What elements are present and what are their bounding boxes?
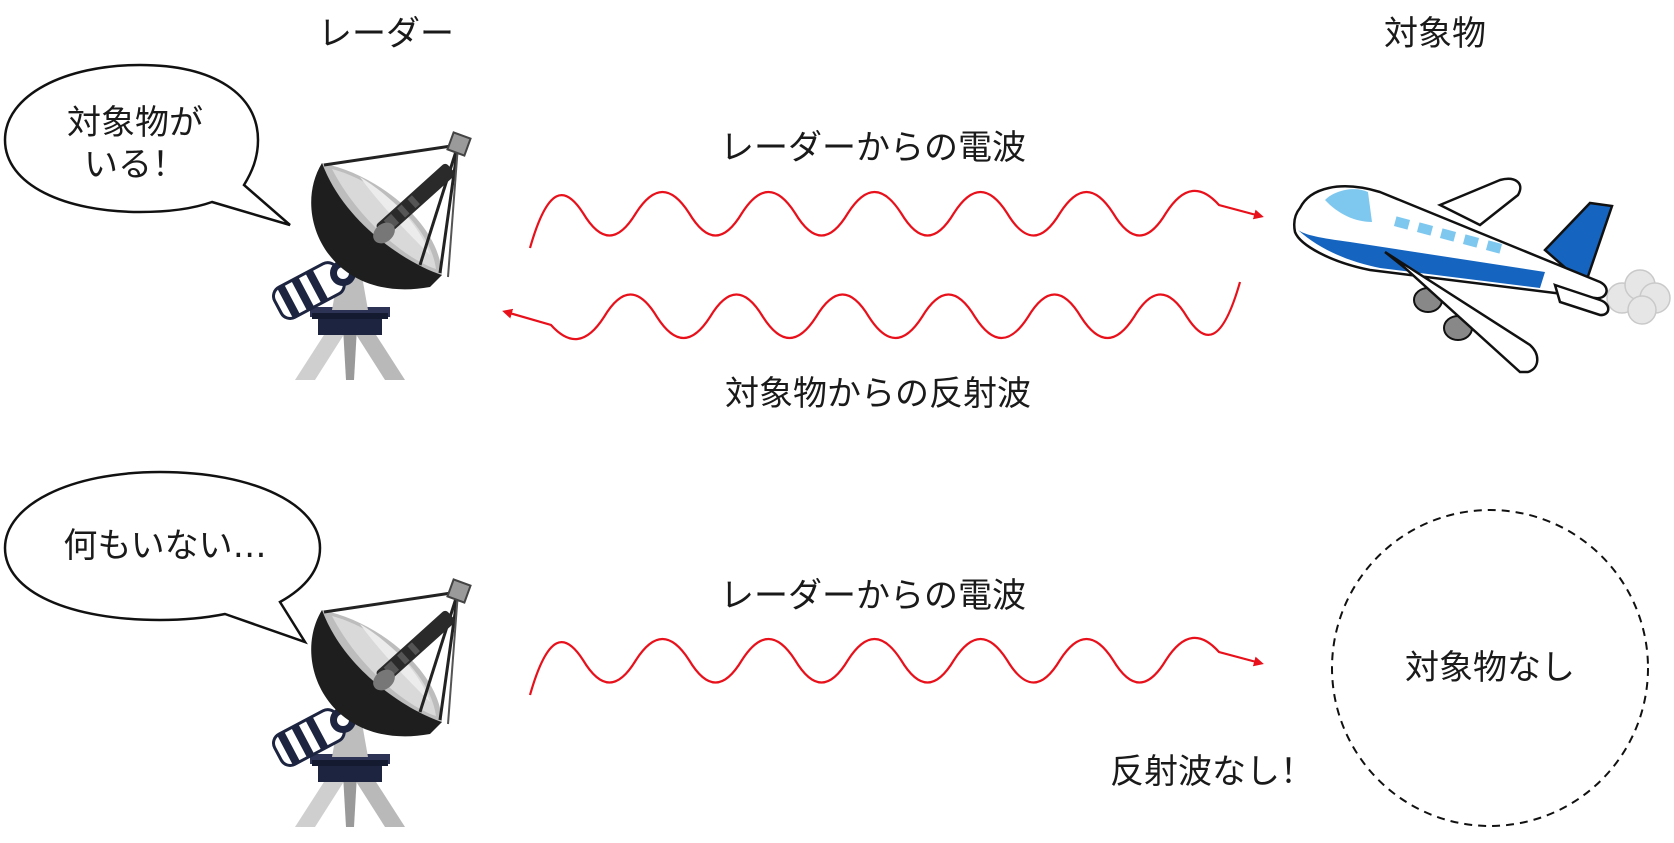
dashed-circle-icon xyxy=(1331,509,1649,827)
target-header: 対象物 xyxy=(1384,14,1486,54)
radar-dish-icon xyxy=(268,577,473,829)
no-target-label: 対象物なし xyxy=(1405,648,1575,688)
speech-bubble-top xyxy=(3,63,291,227)
bubble-bottom-text: 何もいない… xyxy=(63,526,267,566)
speech-bubble-bottom xyxy=(3,470,322,645)
bubble-top-line2: いる！ xyxy=(84,145,186,185)
outgoing-wave-top-label: レーダーからの電波 xyxy=(720,128,1026,168)
reflected-wave-label: 対象物からの反射波 xyxy=(725,374,1031,414)
reflected-wave-top xyxy=(502,281,1242,341)
no-reflection-label: 反射波なし！ xyxy=(1110,752,1314,792)
radar-header: レーダー xyxy=(318,14,454,54)
outgoing-wave-bottom xyxy=(528,636,1264,696)
radar-dish-icon xyxy=(268,130,473,382)
outgoing-wave-bottom-label: レーダーからの電波 xyxy=(720,576,1026,616)
outgoing-wave-top xyxy=(528,189,1264,249)
airplane-icon xyxy=(1292,177,1671,374)
bubble-top-line1: 対象物が xyxy=(67,103,203,143)
